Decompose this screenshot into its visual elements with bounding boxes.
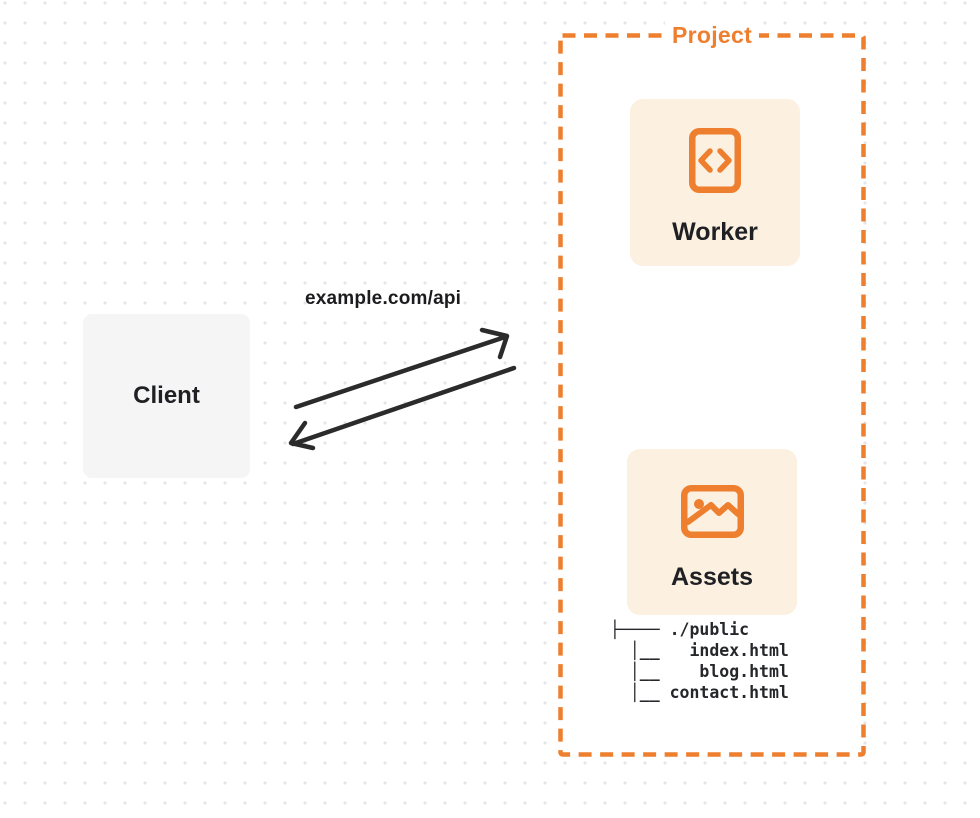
file-tree-line-blog: │__ blog.html xyxy=(610,662,789,681)
client-node: Client xyxy=(83,314,250,478)
file-tree: ├──── ./public │__ index.html │__ blog.h… xyxy=(610,619,789,703)
client-label: Client xyxy=(133,382,200,409)
project-boundary: Project Worker Assets ├──── ./public │__… xyxy=(558,21,866,757)
code-icon xyxy=(689,128,741,193)
worker-node: Worker xyxy=(630,99,800,266)
request-url-label: example.com/api xyxy=(305,288,462,309)
file-tree-line-index: │__ index.html xyxy=(610,641,789,660)
response-arrow xyxy=(288,365,517,451)
assets-node: Assets xyxy=(627,449,797,615)
file-tree-line-contact: │__ contact.html xyxy=(610,683,789,702)
request-arrow xyxy=(293,327,510,410)
assets-label: Assets xyxy=(671,563,753,591)
file-tree-line-public: ├──── ./public xyxy=(610,620,750,639)
image-icon xyxy=(680,485,744,538)
project-label: Project xyxy=(664,21,760,49)
worker-label: Worker xyxy=(672,218,758,246)
